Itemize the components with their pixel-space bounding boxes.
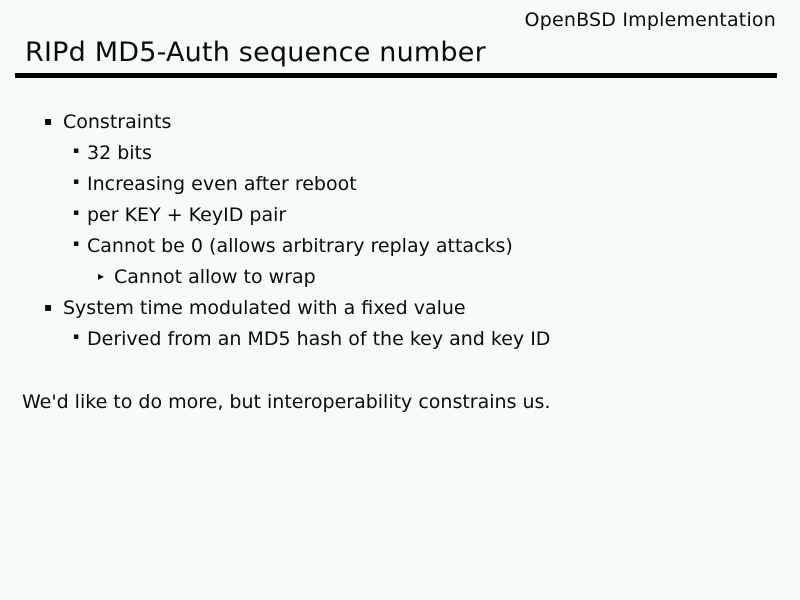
corner-label: OpenBSD Implementation — [524, 9, 776, 31]
bullet-triangle-icon: ▸ — [98, 268, 105, 283]
list-item-label: per KEY + KeyID pair — [87, 203, 287, 226]
bullet-square-icon: ▪ — [44, 299, 53, 314]
list-item: ▪ Derived from an MD5 hash of the key an… — [73, 323, 800, 354]
page-title: RIPd MD5-Auth sequence number — [25, 37, 486, 68]
title-divider — [15, 73, 777, 78]
list-item-label: System time modulated with a fixed value — [63, 296, 466, 319]
list-item: ▪ Constraints — [44, 106, 800, 137]
bullet-square-icon: ▪ — [73, 332, 80, 342]
list-item: ▪ Cannot be 0 (allows arbitrary replay a… — [73, 230, 800, 261]
list-item-label: Constraints — [63, 110, 172, 133]
list-item: ▪ System time modulated with a fixed val… — [44, 292, 800, 323]
list-item-label: Cannot allow to wrap — [114, 265, 316, 288]
bullet-square-icon: ▪ — [73, 177, 80, 187]
bullet-square-icon: ▪ — [73, 146, 80, 156]
list-item: ▸ Cannot allow to wrap — [98, 261, 800, 292]
list-item-label: Derived from an MD5 hash of the key and … — [87, 327, 551, 350]
bullet-square-icon: ▪ — [44, 113, 53, 128]
list-item-label: Cannot be 0 (allows arbitrary replay att… — [87, 234, 513, 257]
list-item: ▪ per KEY + KeyID pair — [73, 199, 800, 230]
list-item: ▪ 32 bits — [73, 137, 800, 168]
footer-note: We'd like to do more, but interoperabili… — [22, 391, 551, 413]
bullet-square-icon: ▪ — [73, 239, 80, 249]
bullet-list: ▪ Constraints ▪ 32 bits ▪ Increasing eve… — [0, 106, 800, 354]
list-item-label: 32 bits — [87, 141, 152, 164]
bullet-square-icon: ▪ — [73, 208, 80, 218]
list-item: ▪ Increasing even after reboot — [73, 168, 800, 199]
list-item-label: Increasing even after reboot — [87, 172, 357, 195]
